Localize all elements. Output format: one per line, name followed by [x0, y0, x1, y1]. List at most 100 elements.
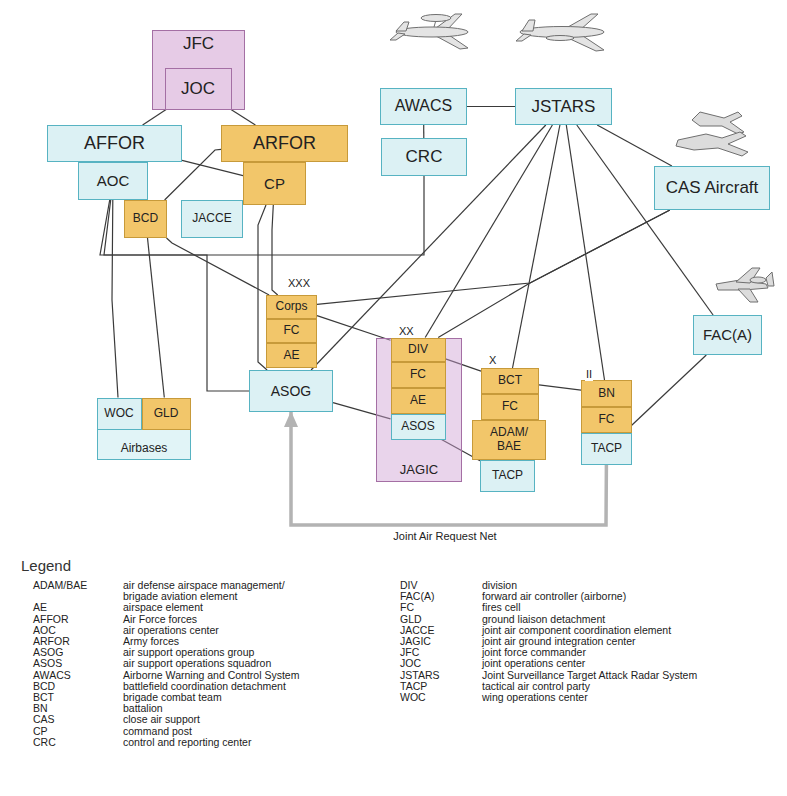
legend-abbreviation: ADAM/BAE [33, 580, 87, 591]
legend-definition: joint air component coordination element [482, 625, 671, 636]
legend-definition: wing operations center [482, 692, 588, 703]
legend-abbreviation: AE [33, 602, 47, 613]
connector-line [143, 110, 167, 126]
echelon-symbol: XX [398, 325, 415, 338]
group-box: ASOG [249, 370, 333, 412]
legend-definition: division [482, 580, 517, 591]
cell-box: FC [481, 394, 539, 420]
node-label: ADAM/ BAE [485, 426, 533, 454]
tail [390, 33, 405, 40]
connector-line [597, 125, 672, 166]
echelon-symbol: II [585, 368, 593, 381]
radome [421, 15, 451, 22]
aircraft-box: JSTARS [515, 88, 612, 125]
connector-line [317, 210, 670, 304]
connector-line [272, 205, 278, 295]
legend-abbreviation: JACCE [400, 625, 434, 636]
force-box: AFFOR [47, 125, 182, 162]
command-box: JOC [165, 68, 232, 110]
node-label: CP [264, 175, 285, 192]
center-box: WOC [97, 398, 142, 430]
cell-box: FC [581, 407, 632, 433]
fighter-aircraft [676, 112, 748, 156]
legend-definition: battalion [123, 703, 163, 714]
legend-definition: air operations center [123, 625, 219, 636]
legend-abbreviation: AOC [33, 625, 56, 636]
node-label: JAGIC [377, 463, 461, 478]
tail [396, 22, 409, 31]
connector-line [231, 110, 255, 126]
legend-definition: tactical air control party [482, 681, 590, 692]
legend-definition: forward air controller (airborne) [482, 591, 626, 602]
node-label: Corps [275, 300, 307, 314]
connector-line [513, 125, 560, 368]
legend-definition: joint air ground integration center [482, 636, 636, 647]
center-box: AOC [78, 162, 148, 200]
legend-abbreviation: AFFOR [33, 614, 69, 625]
node-label: FC [410, 368, 426, 382]
connector-label: Joint Air Request Net [391, 530, 498, 543]
node-label: AFFOR [84, 133, 145, 154]
jstars-aircraft [516, 14, 604, 51]
node-label: ARFOR [253, 133, 316, 154]
node-label: GLD [154, 407, 179, 421]
connector-line [112, 200, 118, 398]
legend-abbreviation: ARFOR [33, 636, 70, 647]
node-label: TACP [492, 469, 523, 483]
fighter [676, 132, 748, 156]
legend-definition: close air support [123, 714, 200, 725]
node-label: JOC [181, 79, 215, 99]
node-label: AWACS [395, 97, 452, 115]
legend-abbreviation: CAS [33, 714, 55, 725]
node-label: JFC [153, 34, 244, 54]
cell-box: AE [266, 343, 317, 368]
connector-line [577, 125, 713, 315]
node-label: FC [284, 324, 300, 338]
attack-aircraft [716, 268, 774, 302]
center-box: CRC [381, 138, 467, 176]
node-label: JACCE [192, 212, 231, 226]
connector-line [467, 106, 515, 107]
legend-abbreviation: ASOG [33, 647, 63, 658]
command-box: JFC JOC [152, 30, 245, 110]
tail [522, 20, 535, 31]
node-label: WOC [104, 407, 133, 421]
connector-line [566, 125, 604, 380]
legend-definition: Army forces [123, 636, 179, 647]
detachment-box: GLD [142, 398, 191, 430]
connector-line [317, 316, 391, 341]
legend-definition: air support operations group [123, 647, 254, 658]
node-label: ASOG [271, 383, 311, 399]
node-label: AE [410, 394, 426, 408]
center-region: JAGICDIVFCAEASOS [376, 338, 462, 482]
legend-abbreviation: FAC(A) [400, 591, 434, 602]
legend-definition: airspace element [123, 602, 203, 613]
legend-abbreviation: DIV [400, 580, 418, 591]
awacs-aircraft [390, 14, 468, 49]
node-label: CRC [406, 147, 443, 167]
legend-abbreviation: JAGIC [400, 636, 431, 647]
legend-definition: air defense airspace management/ brigade… [123, 580, 308, 602]
legend-definition: Air Force forces [123, 614, 197, 625]
node-label: FAC(A) [703, 326, 752, 343]
aircraft-box: AWACS [380, 88, 467, 125]
node-label: FC [502, 400, 518, 414]
echelon-symbol: XXX [287, 277, 311, 290]
legend-abbreviation: CRC [33, 737, 56, 748]
legend-abbreviation: GLD [400, 614, 422, 625]
aircraft-box: FAC(A) [693, 315, 762, 355]
legend-definition: fires cell [482, 602, 521, 613]
unit-box: DIV [391, 338, 446, 362]
legend-abbreviation: ASOS [33, 658, 62, 669]
connector-line [148, 238, 165, 398]
element-box: BCD [124, 200, 167, 238]
legend-abbreviation: JSTARS [400, 670, 439, 681]
cell-box: FC [391, 362, 446, 388]
connector-line [438, 210, 670, 338]
legend-definition: joint operations center [482, 658, 585, 669]
legend-definition: control and reporting center [123, 737, 251, 748]
cell-box: AE [391, 388, 446, 414]
node-label: BCT [498, 374, 522, 388]
node-label: Airbases [98, 442, 190, 456]
